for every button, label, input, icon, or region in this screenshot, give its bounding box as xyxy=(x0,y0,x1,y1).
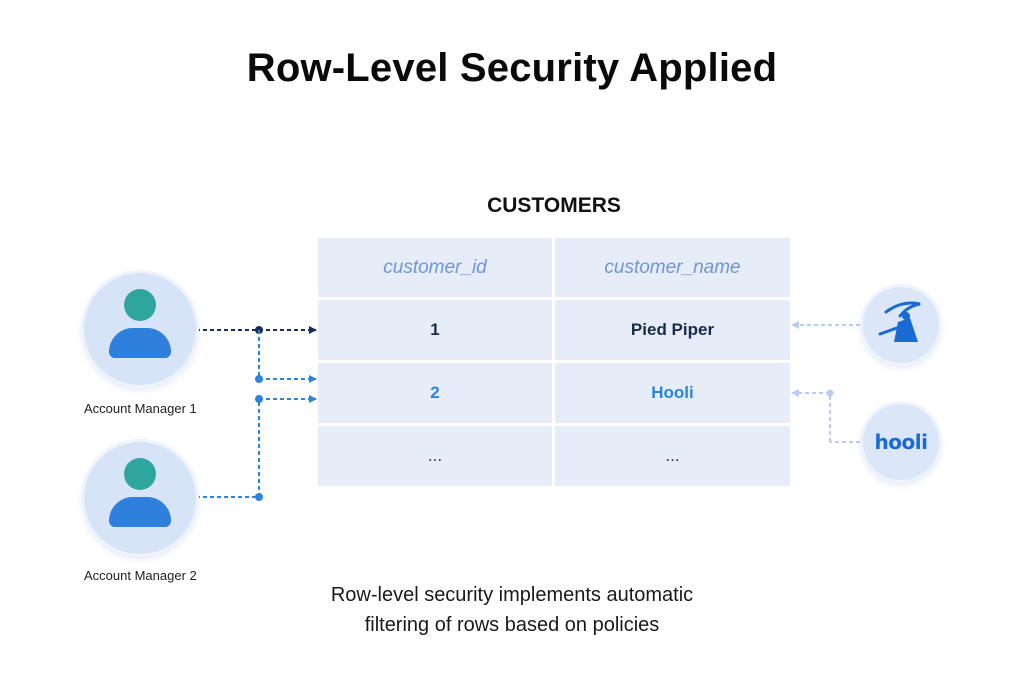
connector-am1-row2 xyxy=(255,330,317,383)
row-2-customer-name: Hooli xyxy=(555,363,790,423)
account-manager-1-avatar xyxy=(84,273,196,385)
caption: Row-level security implements automatic … xyxy=(262,580,762,640)
row-1-customer-name: Pied Piper xyxy=(555,300,790,360)
column-header-customer-id: customer_id xyxy=(318,238,552,297)
account-manager-2-label: Account Manager 2 xyxy=(84,568,197,583)
connector-am2-row2 xyxy=(196,395,317,501)
connector-am1-row1 xyxy=(196,326,317,334)
hooli-logo-icon: hooli xyxy=(863,404,939,480)
user-body-icon xyxy=(109,497,171,527)
account-manager-2-avatar xyxy=(84,442,196,554)
row-1-customer-id: 1 xyxy=(318,300,552,360)
user-body-icon xyxy=(109,328,171,358)
user-head-icon xyxy=(124,458,156,490)
table-name: CUSTOMERS xyxy=(487,194,621,217)
account-manager-1-label: Account Manager 1 xyxy=(84,401,197,416)
pied-piper-icon xyxy=(878,301,921,342)
connector-hooli-row2 xyxy=(791,389,860,443)
column-header-customer-name: customer_name xyxy=(555,238,790,297)
hooli-logo-text: hooli xyxy=(874,430,928,454)
row-2-customer-id: 2 xyxy=(318,363,552,423)
caption-line-1: Row-level security implements automatic xyxy=(330,584,694,606)
caption-line-2: filtering of rows based on policies xyxy=(364,614,660,636)
pied-piper-logo-icon xyxy=(863,287,939,363)
row-3-customer-id: ... xyxy=(318,426,552,486)
diagram-title: Row-Level Security Applied xyxy=(246,46,778,90)
user-head-icon xyxy=(124,289,156,321)
row-3-customer-name: ... xyxy=(555,426,790,486)
